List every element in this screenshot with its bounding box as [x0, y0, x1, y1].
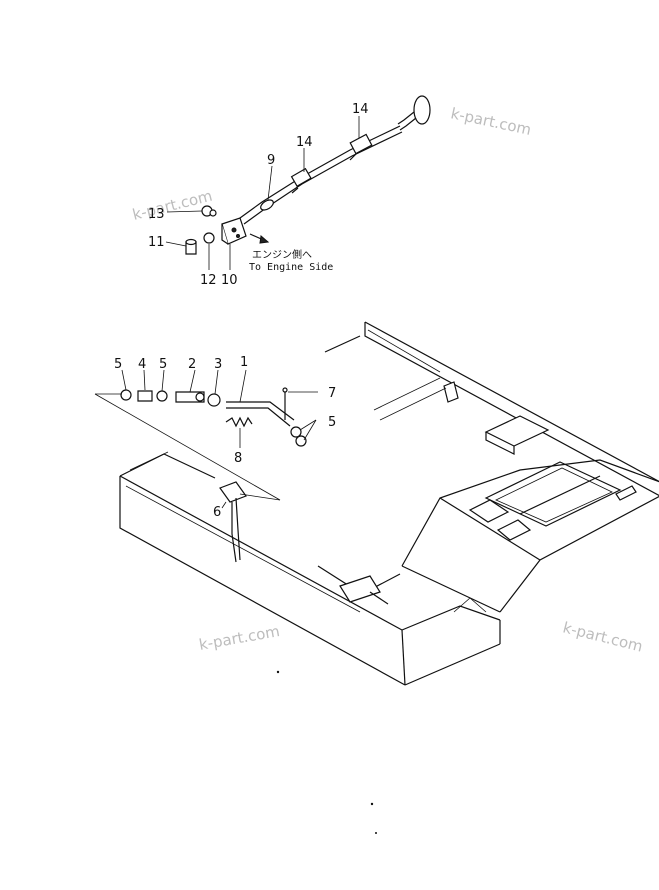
- watermark: k-part.com: [449, 104, 533, 139]
- spring-8: [225, 416, 253, 428]
- callout-4: 4: [138, 357, 146, 372]
- nut-5a: [120, 389, 132, 401]
- throttle-cable-assembly: [185, 95, 431, 255]
- leader-lines-lower: [94, 369, 318, 509]
- leader-lines-upper: [165, 116, 360, 270]
- callout-2: 2: [188, 357, 196, 372]
- callout-7: 7: [328, 386, 336, 401]
- callout-10: 10: [221, 273, 238, 288]
- throttle-knob: [413, 95, 431, 125]
- cable-clamp-lower: [290, 167, 312, 194]
- callout-14a: 14: [352, 102, 369, 117]
- callout-11: 11: [148, 235, 165, 250]
- callout-6: 6: [213, 505, 221, 520]
- callout-9: 9: [267, 153, 275, 168]
- callout-1: 1: [240, 355, 248, 370]
- callout-3: 3: [214, 357, 222, 372]
- rod-1: [226, 401, 295, 421]
- nut-5b: [156, 390, 168, 402]
- callout-8: 8: [234, 451, 242, 466]
- watermark: k-part.com: [131, 187, 215, 224]
- direction-note-japanese: エンジン側へ: [252, 248, 312, 261]
- pedal-6: [219, 481, 247, 503]
- callout-5b: 5: [159, 357, 167, 372]
- direction-note-english: To Engine Side: [249, 262, 333, 273]
- nut-12: [203, 232, 215, 244]
- callout-12: 12: [200, 273, 217, 288]
- callout-5c: 5: [328, 415, 336, 430]
- nut-5c: [290, 426, 302, 438]
- watermark: k-part.com: [561, 618, 645, 655]
- cable-bracket: [221, 217, 247, 245]
- nut-3: [207, 393, 221, 407]
- floor-frame: [119, 321, 659, 686]
- watermark: k-part.com: [198, 622, 282, 654]
- pedal-linkage: [120, 387, 307, 563]
- callout-5a: 5: [114, 357, 122, 372]
- callout-14b: 14: [296, 135, 313, 150]
- callout-13: 13: [148, 207, 165, 222]
- cable-clamp-upper: [349, 133, 373, 161]
- joint-4: [137, 390, 153, 402]
